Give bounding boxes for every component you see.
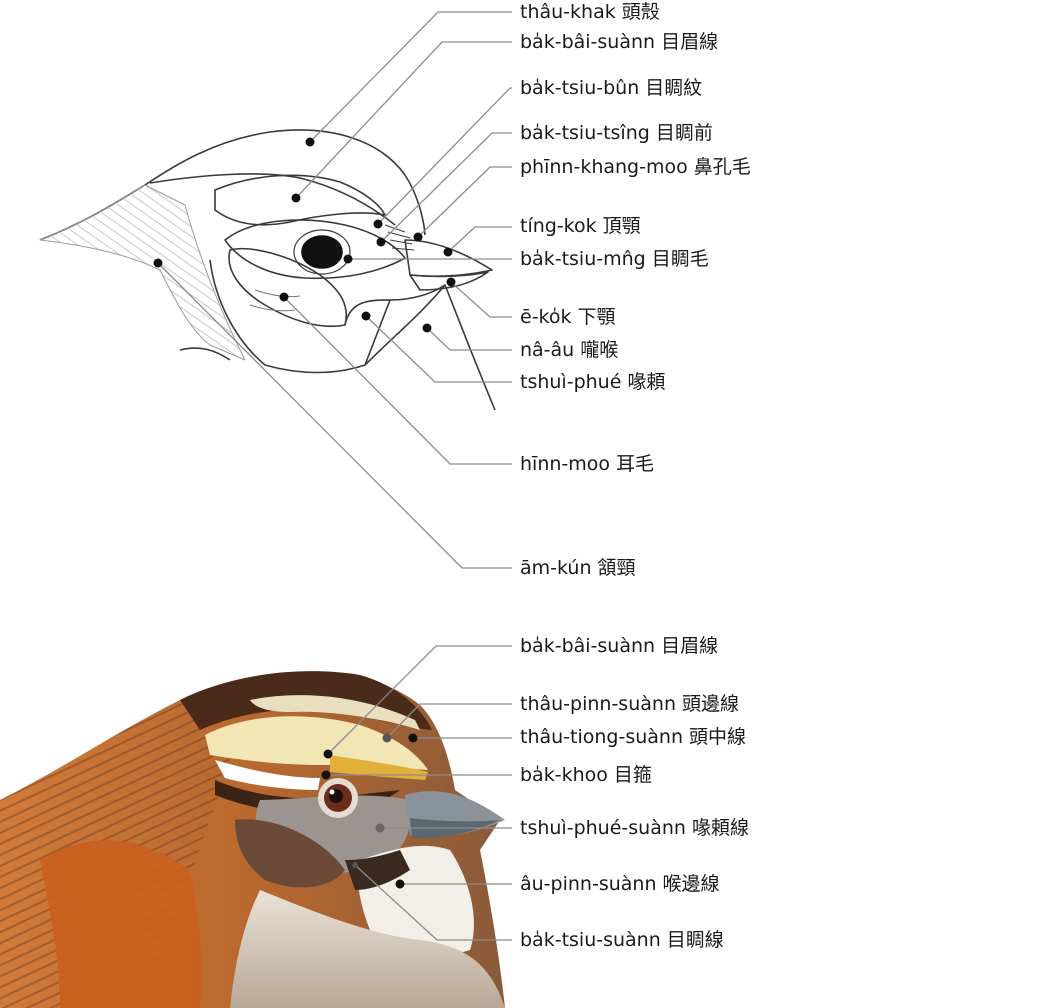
label-lore: ba̍k-tsiu-tsîng 目睭前	[520, 122, 713, 144]
point-eye-line	[352, 862, 358, 868]
point-crown	[305, 137, 315, 147]
color-leader-lines	[326, 645, 512, 941]
sketch-bird-head	[39, 129, 496, 411]
colored-bird-head	[0, 671, 505, 1008]
point-lateral-crown	[382, 733, 392, 743]
point-malar	[361, 311, 371, 321]
color-points	[321, 733, 418, 889]
point-upper-mandible	[443, 247, 453, 257]
label-throat: nâ-âu 嚨喉	[520, 339, 619, 361]
point-nape	[153, 258, 163, 268]
label-throat-stripe: âu-pinn-suànn 喉邊線	[520, 873, 720, 895]
sketch-points	[153, 137, 456, 333]
point-supercilium-2	[323, 749, 333, 759]
label-upper-mandible: tíng-kok 頂顎	[520, 215, 641, 237]
point-eyelash	[343, 254, 353, 264]
label-nasal-bristles: phīnn-khang-moo 鼻孔毛	[520, 156, 751, 178]
label-supercilium: ba̍k-bâi-suànn 目眉線	[520, 31, 719, 53]
point-throat-stripe	[395, 879, 405, 889]
label-malar-stripe: tshuì-phué-suànn 喙頼線	[520, 817, 749, 839]
point-supercilium	[291, 193, 301, 203]
point-malar-stripe	[375, 823, 385, 833]
point-nasal	[413, 232, 423, 242]
label-crown: thâu-khak 頭殼	[520, 1, 660, 23]
label-eye-stripe: ba̍k-tsiu-bûn 目睭紋	[520, 77, 703, 99]
point-lore	[376, 237, 386, 247]
label-lateral-crown-stripe: thâu-pinn-suànn 頭邊線	[520, 693, 740, 715]
point-lower-mandible	[446, 277, 456, 287]
label-median-crown-stripe: thâu-tiong-suànn 頭中線	[520, 726, 747, 748]
label-nape: ām-kún 頷頸	[520, 557, 636, 579]
point-throat	[422, 323, 432, 333]
point-eye-ring	[321, 770, 331, 780]
label-supercilium-2: ba̍k-bâi-suànn 目眉線	[520, 635, 719, 657]
sketch-leader-lines	[157, 11, 512, 569]
label-lower-mandible: ē-ko̍k 下顎	[520, 306, 616, 328]
label-eye-ring: ba̍k-khoo 目箍	[520, 764, 652, 786]
label-eye-line: ba̍k-tsiu-suànn 目睭線	[520, 929, 724, 951]
point-ear	[279, 292, 289, 302]
point-median-crown	[408, 733, 418, 743]
label-malar: tshuì-phué 喙頼	[520, 371, 666, 393]
label-eyelash: ba̍k-tsiu-mn̂g 目睭毛	[520, 248, 709, 270]
label-ear-coverts: hīnn-moo 耳毛	[520, 453, 655, 475]
point-eye-stripe	[373, 219, 383, 229]
